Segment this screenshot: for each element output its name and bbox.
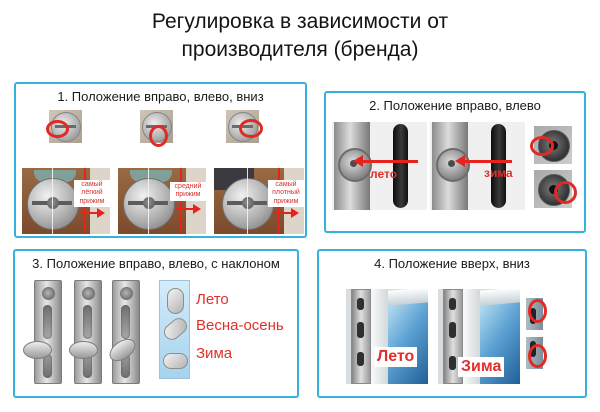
- panel-4-title: 4. Положение вверх, вниз: [374, 256, 530, 271]
- panel-3-position-right-left-tilt: 3. Положение вправо, влево, с наклоном Л…: [13, 249, 299, 398]
- oval-cam-icon: [23, 341, 52, 359]
- window-side-frame: [371, 289, 388, 384]
- panel-1-position-right-left-down: 1. Положение вправо, влево, вниз самый л…: [14, 82, 307, 238]
- hardware-detail: [449, 322, 456, 338]
- pressure-label-light: самый лёгкий прижим: [74, 180, 110, 208]
- winter-position-photo: зима: [430, 122, 525, 210]
- panel-3-title: 3. Положение вправо, влево, с наклоном: [32, 256, 280, 271]
- hardware-detail: [449, 356, 456, 370]
- cam-adjustment-photo-medium: средний прижим: [118, 168, 206, 234]
- hardware-strip: [351, 289, 371, 384]
- locking-strip-mid: [69, 280, 102, 384]
- red-ellipse-marker-bottom: [149, 125, 168, 147]
- cam-icon: [222, 178, 274, 230]
- cam-closeup-photo-2: [140, 110, 173, 147]
- page-title: Регулировка в зависимости от производите…: [0, 8, 600, 63]
- frame-edge: [186, 168, 206, 234]
- legend-spring-autumn-label: Весна-осень: [196, 317, 284, 334]
- winter-label: зима: [484, 166, 513, 180]
- upper-slot: [43, 305, 52, 339]
- pill-horizontal-icon: [163, 353, 188, 369]
- oval-cam-icon: [69, 341, 98, 359]
- red-ellipse-marker-up: [528, 299, 547, 323]
- lower-slot: [43, 354, 52, 378]
- cam-icon: [123, 178, 175, 230]
- arrow-right-icon: [80, 208, 105, 218]
- screw-hole: [42, 287, 55, 300]
- white-guide-line: [148, 168, 149, 234]
- cam-hole: [242, 197, 254, 209]
- summer-label: Лето: [374, 347, 418, 367]
- pressure-label-medium: средний прижим: [170, 182, 206, 201]
- white-guide-line: [52, 168, 53, 234]
- white-guide-line: [247, 168, 248, 234]
- panel-2-title: 2. Положение вправо, влево: [369, 98, 541, 113]
- rubber-seal: [491, 124, 506, 208]
- arrow-right-icon: [274, 208, 299, 218]
- red-ellipse-marker-left: [530, 136, 554, 156]
- pill-vertical-icon: [167, 288, 184, 314]
- lower-slot: [121, 354, 130, 378]
- cam-hole: [143, 197, 155, 209]
- window-glass: [386, 301, 428, 384]
- red-ellipse-marker-right: [239, 119, 263, 138]
- red-guide-line: [180, 168, 182, 234]
- lower-slot: [83, 354, 92, 378]
- locking-strip-summer: [23, 280, 62, 384]
- summer-label: лето: [370, 167, 398, 181]
- hardware-detail: [357, 298, 364, 310]
- cam-closeup-left-mark: [530, 126, 572, 164]
- upper-slot: [121, 305, 130, 339]
- page-title-line2: производителя (бренда): [181, 37, 419, 61]
- arrow-left-icon: [353, 155, 418, 167]
- pressure-label-tight: самый плотный прижим: [268, 180, 304, 208]
- panel-2-position-right-left: 2. Положение вправо, влево лето зима: [324, 91, 586, 233]
- winter-label: Зима: [458, 357, 505, 377]
- cam-icon: [27, 178, 79, 230]
- legend-winter-label: Зима: [196, 345, 233, 362]
- rubber-seal: [393, 124, 408, 208]
- cam-adjustment-photo-tight: самый плотный прижим: [214, 168, 304, 234]
- hardware-detail: [357, 322, 364, 338]
- arrow-left-icon: [455, 155, 512, 167]
- upper-slot: [83, 305, 92, 339]
- hardware-detail: [357, 352, 364, 366]
- window-corner-summer-photo: Лето: [346, 289, 428, 384]
- red-ellipse-marker-down: [528, 344, 547, 368]
- panel-1-title: 1. Положение вправо, влево, вниз: [57, 89, 264, 104]
- cam-position-legend: [159, 280, 191, 379]
- cam-closeup-photo-3: [226, 110, 263, 143]
- red-ellipse-marker-left: [46, 120, 69, 138]
- screw-hole: [120, 287, 133, 300]
- summer-position-photo: лето: [332, 122, 427, 210]
- pin-closeup-down: [526, 337, 547, 369]
- hardware-detail: [449, 298, 456, 310]
- panel-4-position-up-down: 4. Положение вверх, вниз Лето Зима: [317, 249, 587, 398]
- legend-summer-label: Лето: [196, 291, 229, 308]
- pill-diagonal-icon: [160, 314, 191, 344]
- cam-adjustment-photo-light: самый лёгкий прижим: [22, 168, 110, 234]
- cam-hole: [47, 197, 59, 209]
- red-circle-marker-right: [554, 181, 577, 204]
- arrow-right-icon: [176, 204, 201, 214]
- page-title-line1: Регулировка в зависимости от: [151, 10, 449, 33]
- screw-hole: [82, 287, 95, 300]
- locking-strip-tilted: [105, 280, 140, 384]
- cam-closeup-right-mark: [534, 170, 577, 208]
- pin-closeup-up: [526, 298, 547, 330]
- cam-closeup-photo-1: [46, 110, 82, 143]
- window-corner-winter-photo: Зима: [438, 289, 520, 384]
